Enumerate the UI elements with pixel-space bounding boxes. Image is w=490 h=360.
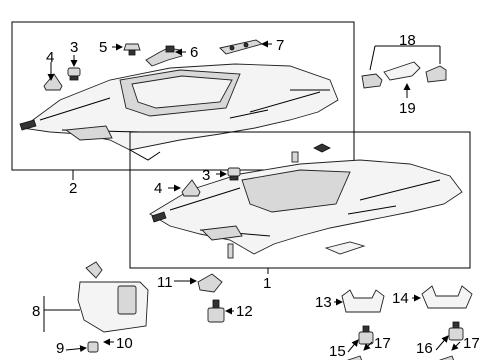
pin-lower: [227, 243, 234, 259]
callout-11: 11: [157, 274, 173, 291]
callout-13: 13: [315, 294, 332, 311]
callout-16: 16: [416, 340, 433, 357]
callout-4-lower: 4: [154, 180, 162, 197]
headliner-upper: [19, 63, 339, 161]
part-18-19: [361, 61, 447, 89]
callout-2: 2: [69, 180, 77, 197]
callout-3-lower: 3: [202, 167, 210, 184]
part-9: [87, 341, 99, 353]
callout-19: 19: [399, 100, 416, 117]
callout-4-upper: 4: [46, 49, 54, 66]
part-15: [358, 325, 374, 345]
callout-12: 12: [236, 303, 253, 320]
callout-8: 8: [32, 303, 40, 320]
callout-5: 5: [99, 39, 107, 56]
part-12: [207, 299, 225, 323]
callout-18: 18: [399, 32, 416, 49]
part-17-b: [439, 355, 455, 360]
part-5: [123, 43, 141, 56]
callout-1: 1: [263, 275, 271, 292]
callout-14: 14: [392, 290, 409, 307]
lower-panel-frame: [129, 131, 471, 269]
leader-lines: [43, 40, 461, 353]
part-4-upper: [43, 73, 63, 91]
callout-17-a: 17: [374, 335, 391, 352]
callout-17-b: 17: [463, 335, 480, 352]
part-4-lower: [181, 179, 201, 197]
part-7: [219, 39, 264, 55]
callout-10: 10: [116, 335, 133, 352]
callout-15: 15: [329, 343, 346, 360]
part-17-a: [347, 355, 363, 360]
part-6: [145, 45, 183, 67]
callout-9: 9: [56, 340, 64, 357]
part-13: [341, 289, 385, 313]
callout-3-upper: 3: [70, 39, 78, 56]
sun-visor: [77, 261, 149, 333]
headliner-lower: [149, 143, 463, 255]
callout-7: 7: [276, 37, 284, 54]
part-3-lower: [227, 167, 241, 181]
part-14: [421, 285, 473, 309]
callout-6: 6: [190, 44, 198, 61]
part-3-upper: [67, 67, 81, 81]
part-16: [448, 321, 464, 341]
part-11: [197, 273, 223, 293]
